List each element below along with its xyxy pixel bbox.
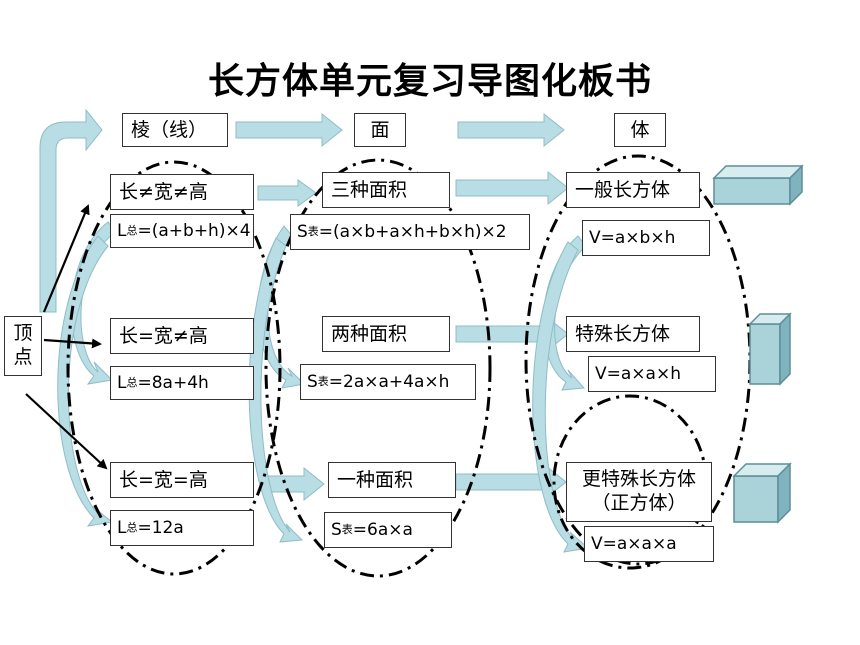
vertex-label-line2: 点 — [13, 346, 33, 368]
row3-area-formula-sub: 表 — [341, 523, 353, 537]
row3-solid-type-line2: （正方体） — [591, 492, 687, 514]
vertex-arrow-up — [42, 204, 90, 313]
row3-area-formula-rest: =6a×a — [352, 519, 413, 540]
row3-edge-formula-sub: 总 — [126, 521, 138, 535]
face-column-ellipse — [264, 158, 492, 578]
row2-volume-formula: V=a×a×h — [588, 356, 716, 392]
row1-face-type: 三种面积 — [322, 172, 450, 208]
row3-solid-type: 更特殊长方体 （正方体） — [566, 462, 712, 522]
row1-edge-formula-sub: 总 — [126, 224, 138, 238]
vertex-arrow-down — [25, 393, 108, 470]
header-solid: 体 — [614, 113, 666, 147]
row3-volume-formula: V=a×a×a — [584, 526, 714, 562]
header-edge: 棱（线） — [122, 113, 228, 147]
row3-condition: 长=宽=高 — [110, 462, 254, 498]
vertex-to-headers-arrow — [39, 108, 103, 313]
row1-condition: 长≠宽≠高 — [110, 174, 254, 210]
row2-edge-formula-prefix: L — [117, 372, 127, 393]
header-face: 面 — [354, 113, 406, 147]
cube-shape — [732, 462, 792, 524]
row1-area-formula-prefix: S — [297, 221, 308, 242]
row1-edge-formula-prefix: L — [117, 220, 127, 241]
row3-solid-type-line1: 更特殊长方体 — [581, 468, 696, 491]
row1-area-formula-sub: 表 — [307, 225, 319, 239]
row3-area-formula-prefix: S — [331, 519, 342, 540]
row2-area-formula-sub: 表 — [317, 375, 329, 389]
row2-edge-formula-rest: =8a+4h — [137, 372, 209, 393]
page-title: 长方体单元复习导图化板书 — [207, 60, 652, 102]
edge-column-ellipse — [66, 160, 282, 576]
row3-edge-formula-prefix: L — [117, 517, 127, 538]
row3-face-type: 一种面积 — [328, 462, 456, 498]
row1-arrow-face-to-solid — [455, 170, 569, 206]
row1-edge-formula-rest: =(a+b+h)×4 — [137, 220, 251, 241]
row2-solid-type: 特殊长方体 — [566, 316, 700, 352]
face-curve-arrow-2 — [248, 237, 304, 543]
header-arrow-edge-to-face — [235, 112, 343, 148]
header-arrow-face-to-solid — [457, 112, 565, 148]
vertex-box: 顶 点 — [4, 316, 42, 376]
vertex-arrow-mid — [43, 338, 102, 349]
row2-area-formula-rest: =2a×a+4a×h — [328, 371, 450, 392]
row1-arrow-condition-to-face — [257, 179, 317, 207]
row1-volume-formula: V=a×b×h — [582, 220, 710, 256]
vertex-label-line1: 顶 — [13, 322, 33, 345]
row2-edge-formula-sub: 总 — [126, 376, 138, 390]
row2-condition: 长=宽≠高 — [110, 318, 254, 354]
special-cuboid-shape — [748, 312, 792, 386]
row2-area-formula-prefix: S — [307, 371, 318, 392]
row1-solid-type: 一般长方体 — [566, 172, 700, 208]
row2-face-type: 两种面积 — [322, 316, 450, 352]
general-cuboid-shape — [712, 164, 804, 206]
row1-area-formula-rest: =(a×b+a×h+b×h)×2 — [318, 221, 507, 242]
row3-edge-formula-rest: =12a — [137, 517, 184, 538]
